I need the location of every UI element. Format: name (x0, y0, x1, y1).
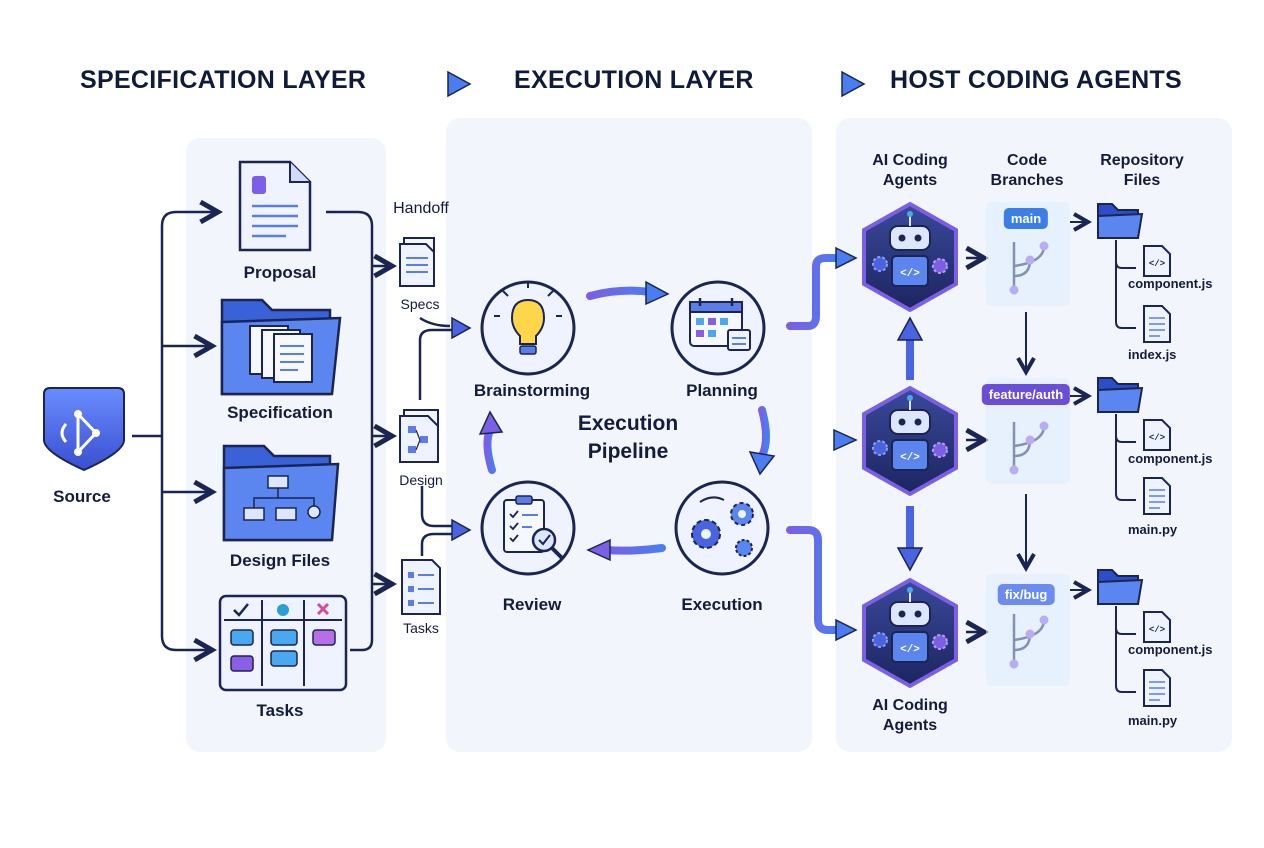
header-host-coding-agents: HOST CODING AGENTS (890, 66, 1182, 94)
handoff-arrowheads (451, 316, 472, 542)
svg-text:</>: </> (1149, 625, 1165, 635)
brainstorming-label: Brainstorming (473, 381, 591, 400)
file-label-2a: component.js (1128, 451, 1213, 466)
branch-tag-main: main (1003, 208, 1049, 229)
handoff-tasks-icon (401, 559, 441, 615)
bottom-agents-line1: AI Coding (872, 697, 948, 714)
file-label-3a: component.js (1128, 642, 1213, 657)
pipeline-title-line2: Pipeline (587, 440, 669, 463)
pipeline-cycle-arrows (478, 280, 776, 562)
branch-tag-fix-bug: fix/bug (997, 584, 1055, 605)
col-header-branches: Code Branches (991, 151, 1064, 191)
repo-tree-1: </> (1097, 203, 1171, 343)
brainstorming-node (480, 280, 576, 376)
design-files-folder-icon (222, 444, 340, 542)
handoff-specs-icon (399, 237, 435, 287)
handoff-design-icon (399, 409, 439, 463)
header-arrow-2 (786, 70, 866, 98)
repo-tree-3: </> (1097, 569, 1171, 707)
execution-panel (446, 118, 812, 752)
spec-output-connectors (326, 210, 392, 652)
bottom-agents-line2: Agents (882, 717, 938, 734)
col-header-agents-line1: AI Coding (872, 152, 948, 169)
ai-agent-hex-2: </> (862, 385, 958, 497)
file-label-1b: index.js (1128, 347, 1177, 362)
col-header-branches-line1: Code (1006, 152, 1047, 169)
col-header-agents-line2: Agents (882, 172, 938, 189)
branch-tag-feature-auth: feature/auth (981, 384, 1071, 405)
col-header-repo-line2: Files (1123, 172, 1161, 189)
header-execution-layer: EXECUTION LAYER (514, 66, 754, 94)
design-files-label: Design Files (229, 551, 331, 570)
handoff-title: Handoff (393, 200, 449, 217)
pipeline-to-agents-arrows (786, 246, 858, 642)
file-label-2b: main.py (1128, 522, 1178, 537)
svg-text:</>: </> (900, 452, 920, 464)
tasks-board-icon (218, 594, 348, 692)
source-label: Source (53, 487, 111, 506)
handoff-design-label: Design (399, 472, 443, 488)
specification-label: Specification (227, 403, 333, 422)
branch-to-repo-arrows (1070, 222, 1088, 590)
pipeline-title-line1: Execution (577, 412, 679, 435)
header-arrow-1 (392, 70, 472, 98)
execution-label: Execution (681, 595, 763, 614)
agent-vertical-arrows (896, 316, 924, 572)
handoff-tasks-label: Tasks (403, 620, 439, 636)
col-header-branches-line2: Branches (990, 172, 1064, 189)
planning-label: Planning (686, 381, 758, 400)
specification-folder-icon (220, 298, 342, 396)
handoff-specs-label: Specs (400, 296, 440, 312)
execution-node (674, 480, 770, 576)
col-header-repo-line1: Repository (1100, 152, 1184, 169)
ai-agent-hex-1: </> (862, 201, 958, 313)
source-icon (43, 387, 125, 472)
review-label: Review (502, 595, 562, 614)
col-header-agents: AI Coding Agents (872, 151, 948, 191)
svg-text:</>: </> (900, 268, 920, 280)
tasks-label: Tasks (256, 701, 304, 720)
col-header-repo: Repository Files (1100, 151, 1184, 191)
repo-tree-2: </> (1097, 377, 1171, 515)
svg-text:</>: </> (900, 644, 920, 656)
source-connectors (132, 212, 218, 650)
agent-to-branch-arrows (966, 258, 984, 632)
ai-agent-hex-3: </> (862, 577, 958, 689)
bottom-agents-label: AI Coding Agents (872, 696, 948, 736)
planning-node (670, 280, 766, 376)
file-label-1a: component.js (1128, 276, 1213, 291)
review-node (480, 480, 576, 576)
proposal-label: Proposal (243, 263, 317, 282)
header-specification-layer: SPECIFICATION LAYER (80, 66, 367, 94)
proposal-icon (238, 160, 312, 252)
file-label-3b: main.py (1128, 713, 1178, 728)
handoff-to-pipeline-arrows (418, 316, 452, 556)
svg-text:</>: </> (1149, 433, 1165, 443)
svg-text:</>: </> (1149, 259, 1165, 269)
